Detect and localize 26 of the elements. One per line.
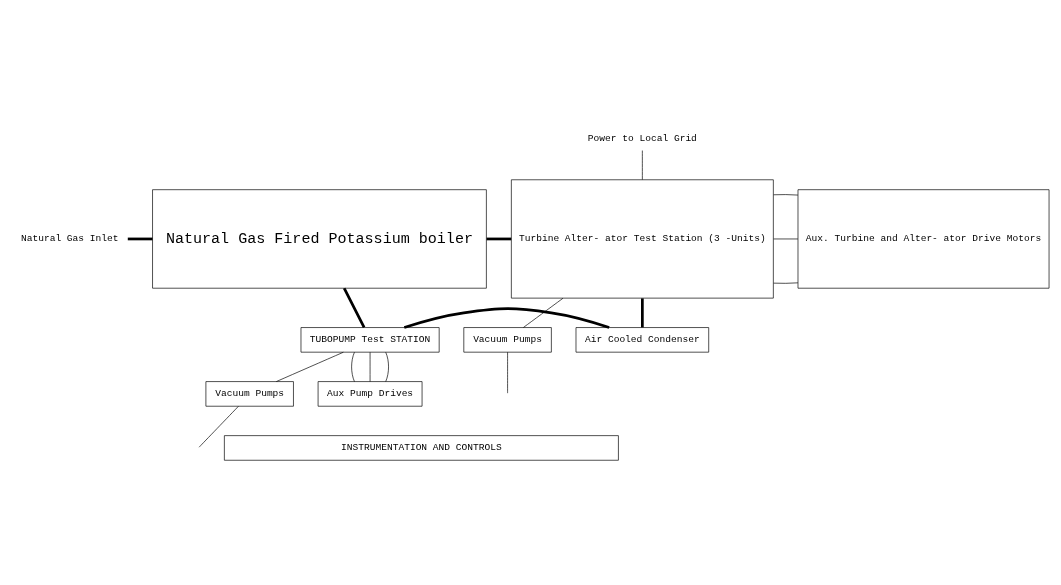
node-box: Air Cooled Condenser bbox=[575, 326, 710, 352]
connector bbox=[385, 351, 389, 382]
connector bbox=[641, 297, 644, 327]
connector bbox=[507, 351, 508, 393]
node-box: Vacuum Pumps bbox=[463, 326, 552, 352]
node-box: Turbine Alter- ator Test Station (3 -Units) bbox=[511, 178, 774, 298]
connector bbox=[523, 297, 564, 328]
connector bbox=[198, 405, 239, 448]
node-box: Vacuum Pumps bbox=[205, 380, 294, 407]
connector bbox=[642, 149, 643, 180]
node-box: Aux. Turbine and Alter- ator Drive Motors bbox=[797, 188, 1050, 289]
connector bbox=[369, 351, 371, 382]
node-box: Aux Pump Drives bbox=[317, 380, 423, 407]
connector bbox=[276, 351, 344, 382]
node-box: TUBOPUMP Test STATION bbox=[300, 326, 440, 352]
node-text: Power to Local Grid bbox=[587, 132, 697, 144]
connector bbox=[127, 237, 153, 240]
connector bbox=[351, 351, 355, 382]
connector bbox=[486, 237, 512, 240]
node-box: Natural Gas Fired Potassium boiler bbox=[152, 188, 487, 289]
connector bbox=[403, 306, 610, 329]
connector bbox=[342, 287, 366, 328]
connector bbox=[773, 282, 799, 284]
node-box: INSTRUMENTATION AND CONTROLS bbox=[224, 434, 619, 461]
node-text: Natural Gas Inlet bbox=[20, 232, 119, 244]
connector bbox=[773, 193, 799, 195]
